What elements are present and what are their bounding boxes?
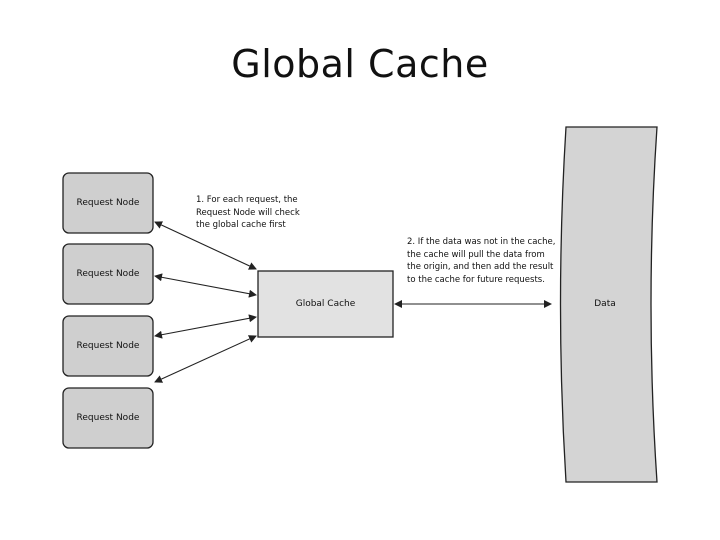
annotation-step-1-line-2: Request Node will check [196,207,300,218]
annotation-step-1-line-3: the global cache first [196,220,286,230]
data-store-shape [559,126,658,483]
annotation-step-1-line-1: 1. For each request, the [196,195,298,205]
request-node-2-box [62,243,154,305]
annotation-step-2-line-3: the origin, and then add the result [407,262,554,272]
annotation-step-2-line-2: the cache will pull the data from [407,249,545,260]
annotation-step-1: 1. For each request, the Request Node wi… [196,194,300,232]
global-cache-box [257,270,394,338]
request-node-4-box [62,387,154,449]
request-node-4-label: Request Node [76,413,140,423]
arrow-node3-cache [154,314,257,339]
request-node-3-label: Request Node [76,341,140,351]
request-node-3-box [62,315,154,377]
global-cache-label: Global Cache [295,299,356,309]
annotation-step-2-line-1: 2. If the data was not in the cache, [407,237,556,247]
annotation-step-2: 2. If the data was not in the cache, the… [407,236,555,286]
request-node-2-label: Request Node [76,269,140,279]
arrow-node2-cache [154,273,257,298]
request-node-1-box [62,172,154,234]
request-node-1-label: Request Node [76,198,140,208]
slide-title: Global Cache [231,42,489,86]
annotation-step-2-line-4: to the cache for future requests. [407,274,545,285]
arrow-node1-cache [154,221,257,270]
data-store-label: Data [594,299,616,309]
arrow-node4-cache [154,335,257,383]
